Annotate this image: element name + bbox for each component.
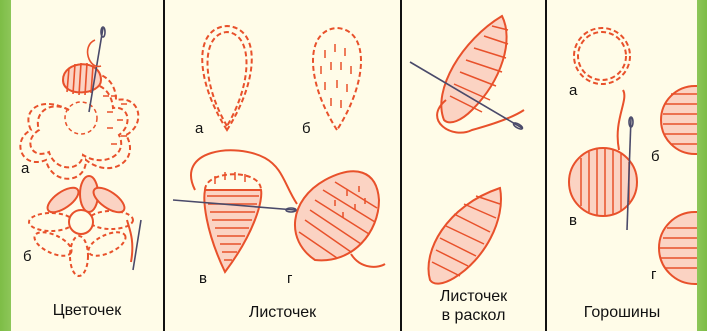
leaf-label-a: а [195, 120, 203, 137]
leaf-caption: Листочек [165, 304, 400, 322]
flower-caption: Цветочек [11, 302, 163, 320]
leaf-b [313, 28, 361, 130]
peas-caption: Горошины [547, 304, 697, 322]
needle-icon [88, 27, 141, 270]
flower-b [29, 176, 133, 276]
split-leaf-bottom [428, 188, 500, 284]
leaf-label-d: г [287, 270, 292, 287]
pea-label-c: в [569, 212, 577, 229]
flower-label-a: а [21, 160, 29, 177]
panel-leaf: а б в г Листочек [165, 0, 400, 331]
leaf-label-c: в [199, 270, 207, 287]
peas-illustration [547, 0, 697, 331]
pea-label-d: г [651, 266, 656, 283]
split-leaf-top [441, 16, 506, 122]
panel-peas: а б в г Горошины [547, 0, 697, 331]
flower-illustration [11, 0, 163, 331]
panel-flower: а б Цветочек [11, 0, 163, 331]
panel-split-leaf: Листочек в раскол [402, 0, 545, 331]
leaf-label-b: б [302, 120, 311, 137]
pea-c [569, 148, 637, 216]
pea-label-a: а [569, 82, 577, 99]
split-leaf-caption-line2: в раскол [402, 307, 545, 325]
pea-label-b: б [651, 148, 660, 165]
leaf-c [204, 190, 261, 272]
split-leaf-caption-line1: Листочек [402, 288, 545, 306]
split-leaf-illustration [402, 0, 545, 331]
flower-label-b: б [23, 248, 32, 265]
pea-a [574, 28, 630, 84]
